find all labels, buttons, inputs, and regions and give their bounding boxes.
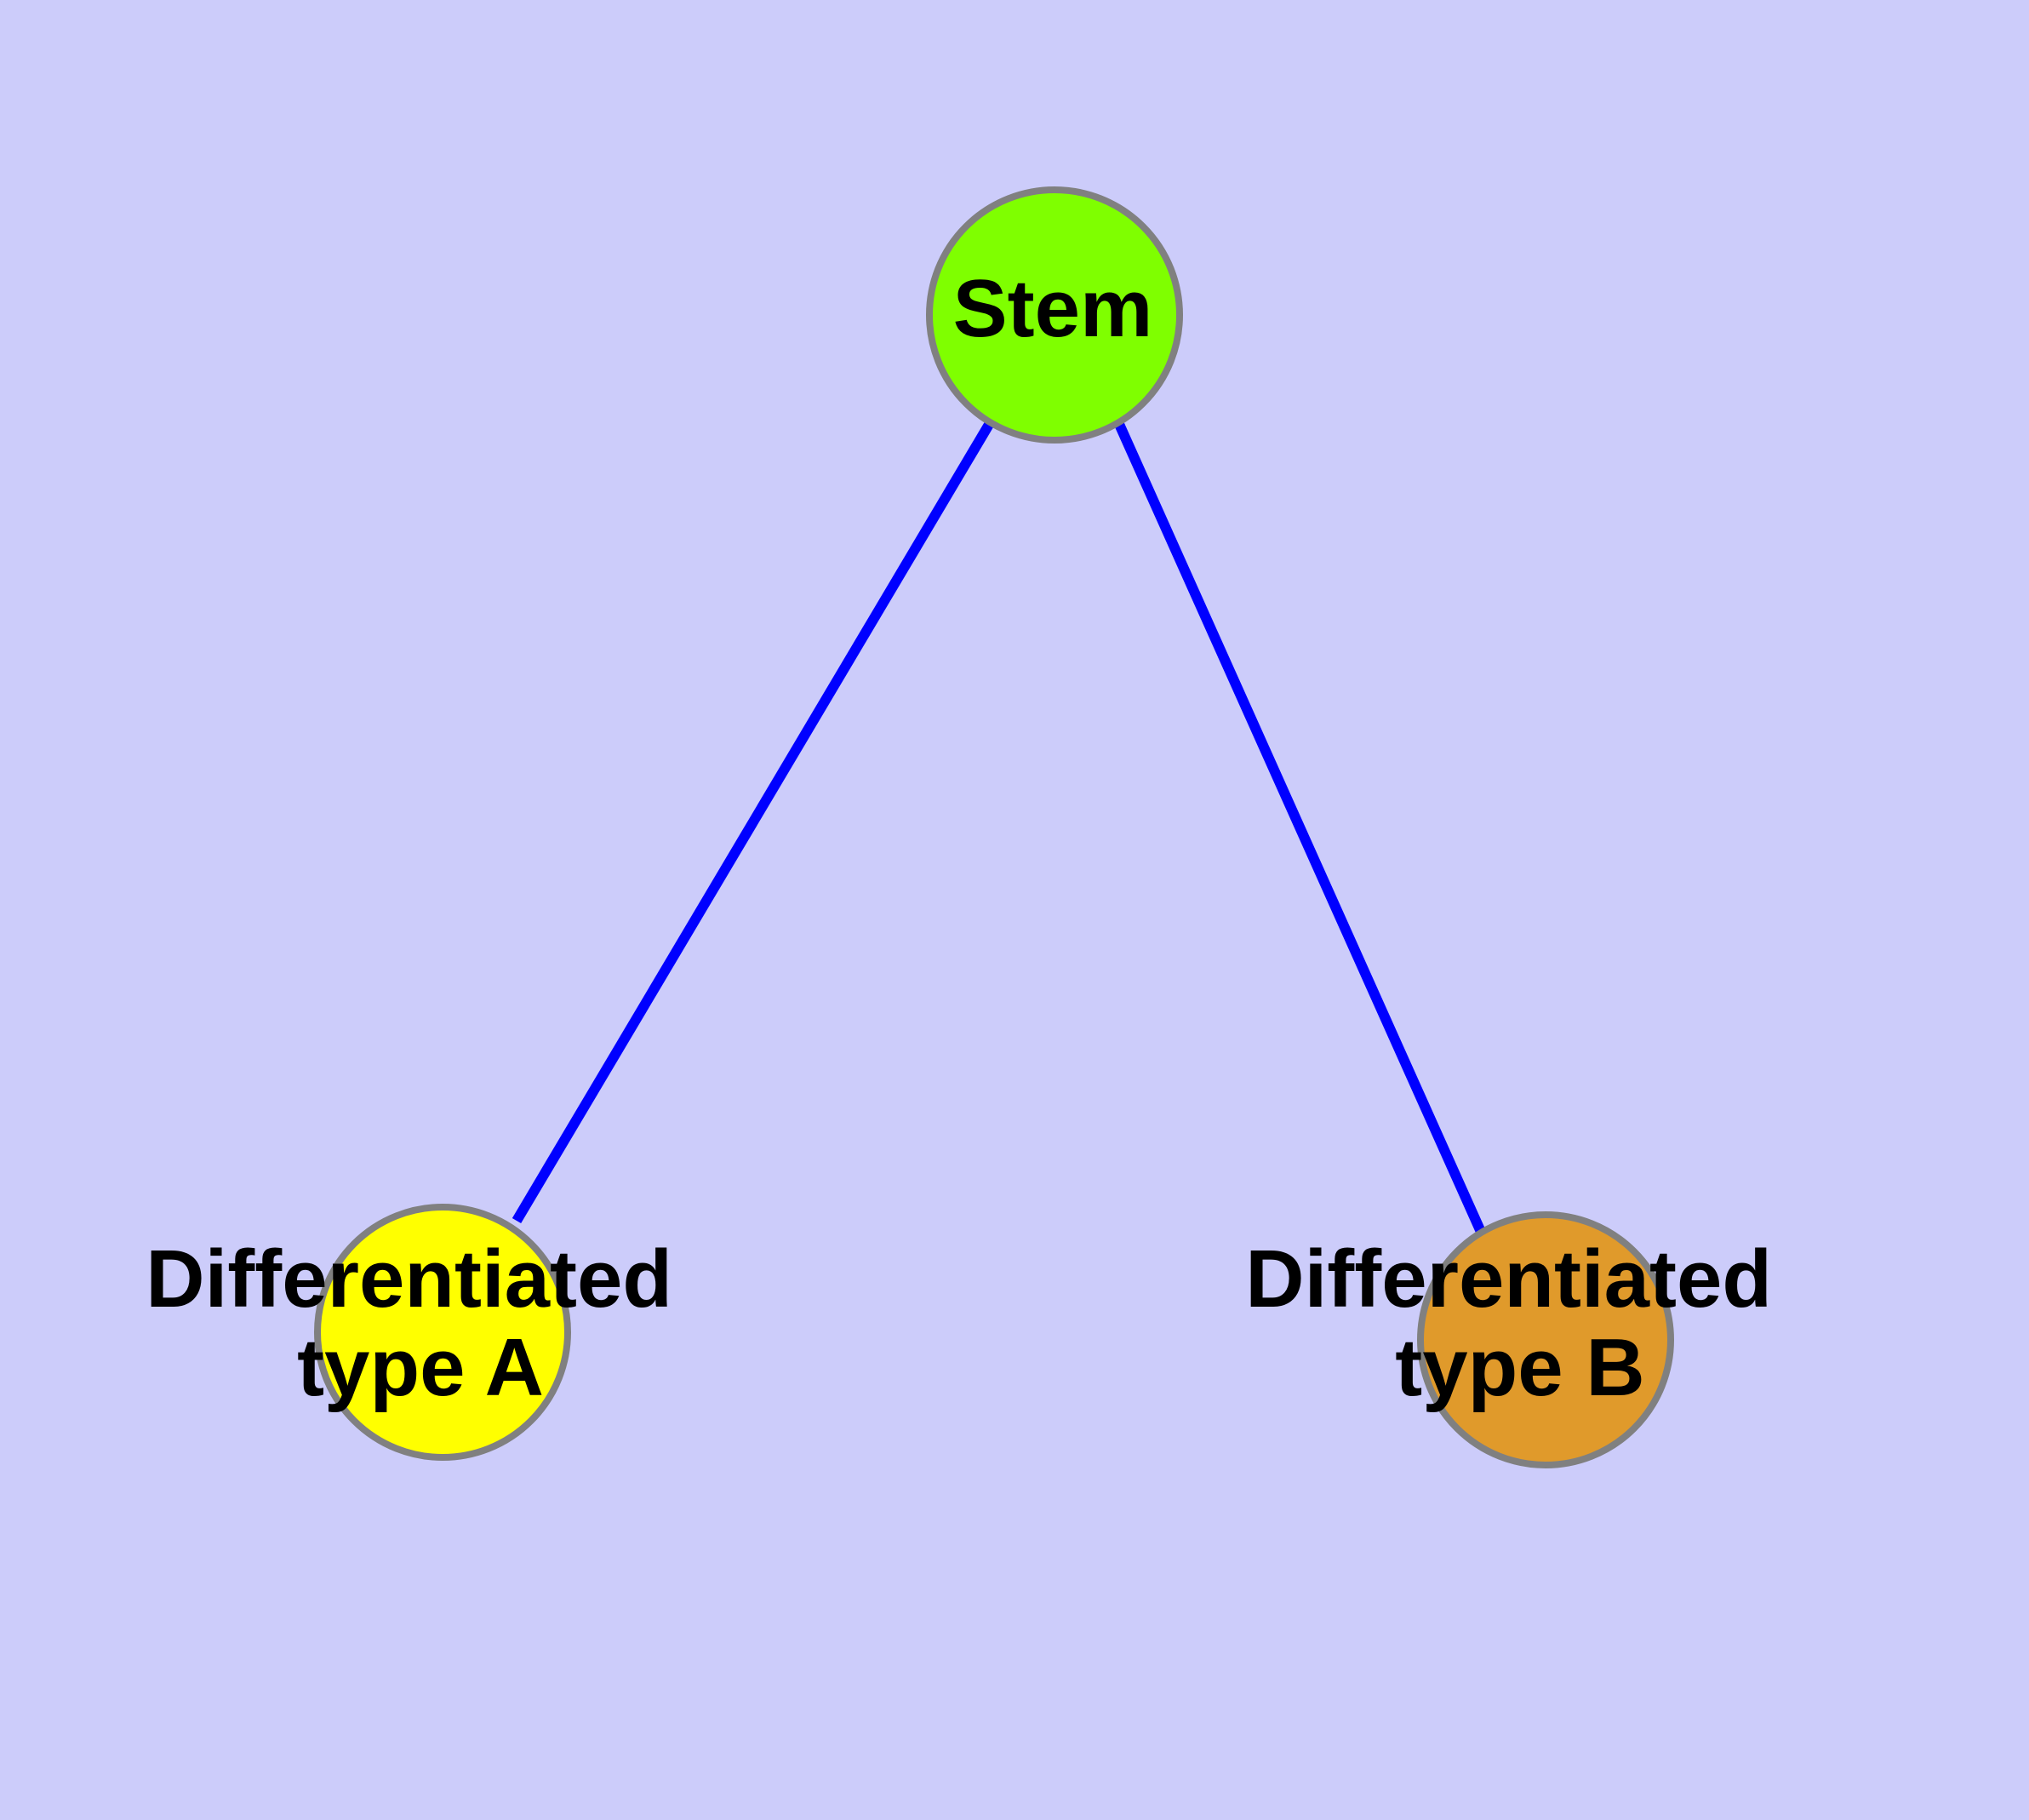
node-differentiated-type-b-label: Differentiated type B: [1245, 1233, 1794, 1413]
node-differentiated-type-b-circle[interactable]: [1417, 1211, 1674, 1468]
node-differentiated-type-b-label-line-2: type B: [1395, 1322, 1644, 1413]
node-stem[interactable]: [926, 186, 1183, 444]
label-layer: Stem Differentiated type A Differentiate…: [146, 263, 1794, 1413]
node-differentiated-type-a-circle[interactable]: [314, 1204, 571, 1461]
node-differentiated-type-a-label: Differentiated type A: [146, 1233, 694, 1413]
node-differentiated-type-a[interactable]: [314, 1204, 571, 1461]
edge-stem-to-differentiated-type-b[interactable]: [1113, 420, 1486, 1234]
node-stem-label: Stem: [953, 263, 1153, 354]
node-stem-circle[interactable]: [926, 186, 1183, 444]
node-differentiated-type-a-label-line-1: Differentiated: [146, 1233, 672, 1325]
edge-stem-to-differentiated-type-a[interactable]: [512, 420, 995, 1224]
node-differentiated-type-b-label-line-1: Differentiated: [1245, 1233, 1772, 1325]
node-layer: [314, 186, 1674, 1468]
edge-layer: [512, 420, 1486, 1234]
node-differentiated-type-b[interactable]: [1417, 1211, 1674, 1468]
node-differentiated-type-a-label-line-2: type A: [297, 1322, 544, 1413]
node-stem-label-line-1: Stem: [953, 263, 1153, 354]
